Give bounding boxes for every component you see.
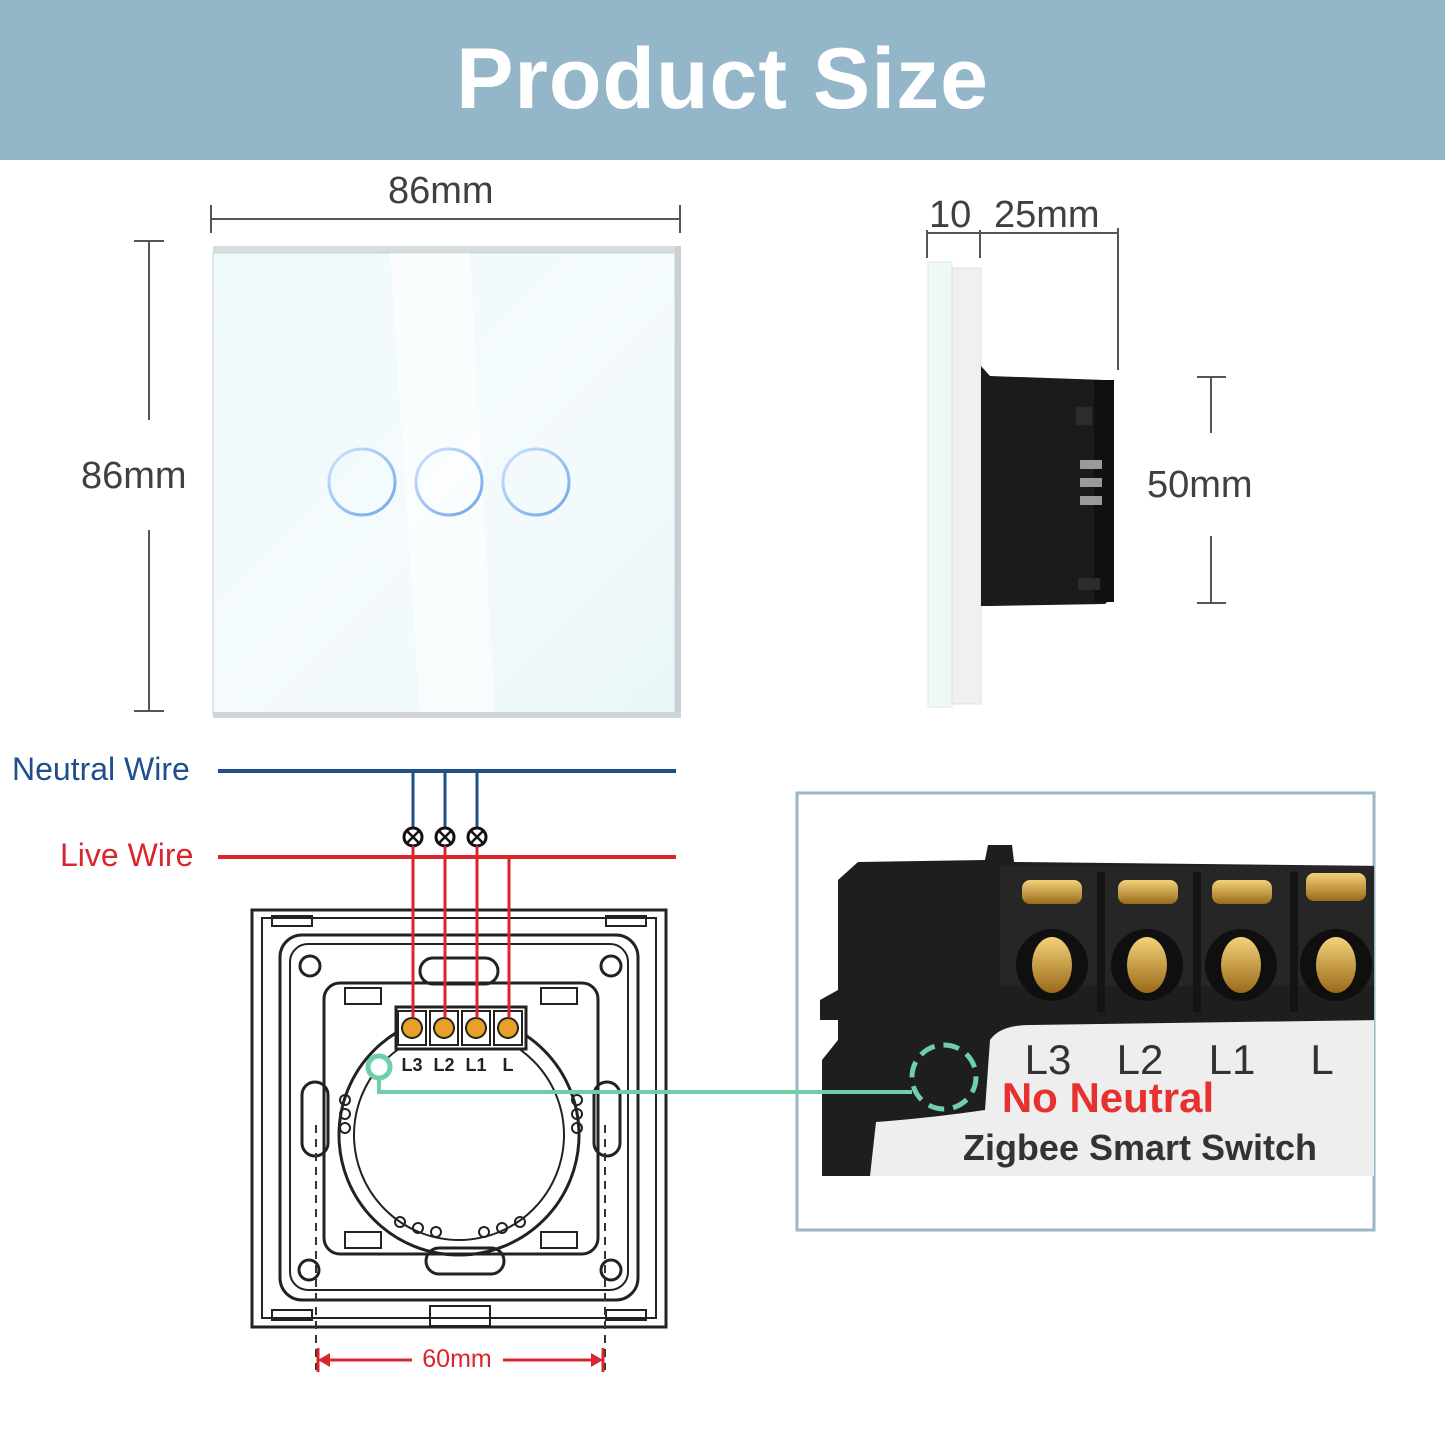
title-banner xyxy=(0,0,1445,160)
touch-button-2 xyxy=(414,447,484,517)
page-title: Product Size xyxy=(456,31,989,127)
highlight-dot xyxy=(365,1053,393,1081)
detail-terminal-l1: L1 xyxy=(1209,1036,1256,1083)
side-glass-label: 10 xyxy=(929,194,972,236)
terminal-detail-callout: L3 L2 L1 L No Neutral Zigbee Smart Switc… xyxy=(365,791,1376,1232)
product-name-label: Zigbee Smart Switch xyxy=(963,1127,1317,1168)
terminal-label-l3: L3 xyxy=(401,1055,422,1075)
front-view xyxy=(134,205,681,718)
hole-spacing-label: 60mm xyxy=(422,1345,491,1373)
detail-terminal-l2: L2 xyxy=(1117,1036,1164,1083)
highlight-connector xyxy=(377,1078,912,1094)
front-height-label: 86mm xyxy=(81,455,187,497)
wiring-diagram: L3 L2 L1 L 60mm xyxy=(218,769,676,1373)
terminal-label-l1: L1 xyxy=(465,1055,486,1075)
side-depth-label: 25mm xyxy=(994,194,1100,236)
side-box-height-label: 50mm xyxy=(1147,464,1253,506)
touch-button-1 xyxy=(327,447,397,517)
detail-terminal-l: L xyxy=(1310,1036,1333,1083)
highlight-circle xyxy=(909,1042,979,1112)
no-neutral-label: No Neutral xyxy=(1002,1074,1214,1121)
touch-button-3 xyxy=(501,447,571,517)
detail-terminal-l3: L3 xyxy=(1025,1036,1072,1083)
live-wire-label: Live Wire xyxy=(60,837,194,873)
terminal-label-l: L xyxy=(503,1055,514,1075)
front-width-label: 86mm xyxy=(388,170,494,212)
terminal-label-l2: L2 xyxy=(433,1055,454,1075)
neutral-wire-label: Neutral Wire xyxy=(12,751,190,787)
side-view xyxy=(926,228,1226,708)
